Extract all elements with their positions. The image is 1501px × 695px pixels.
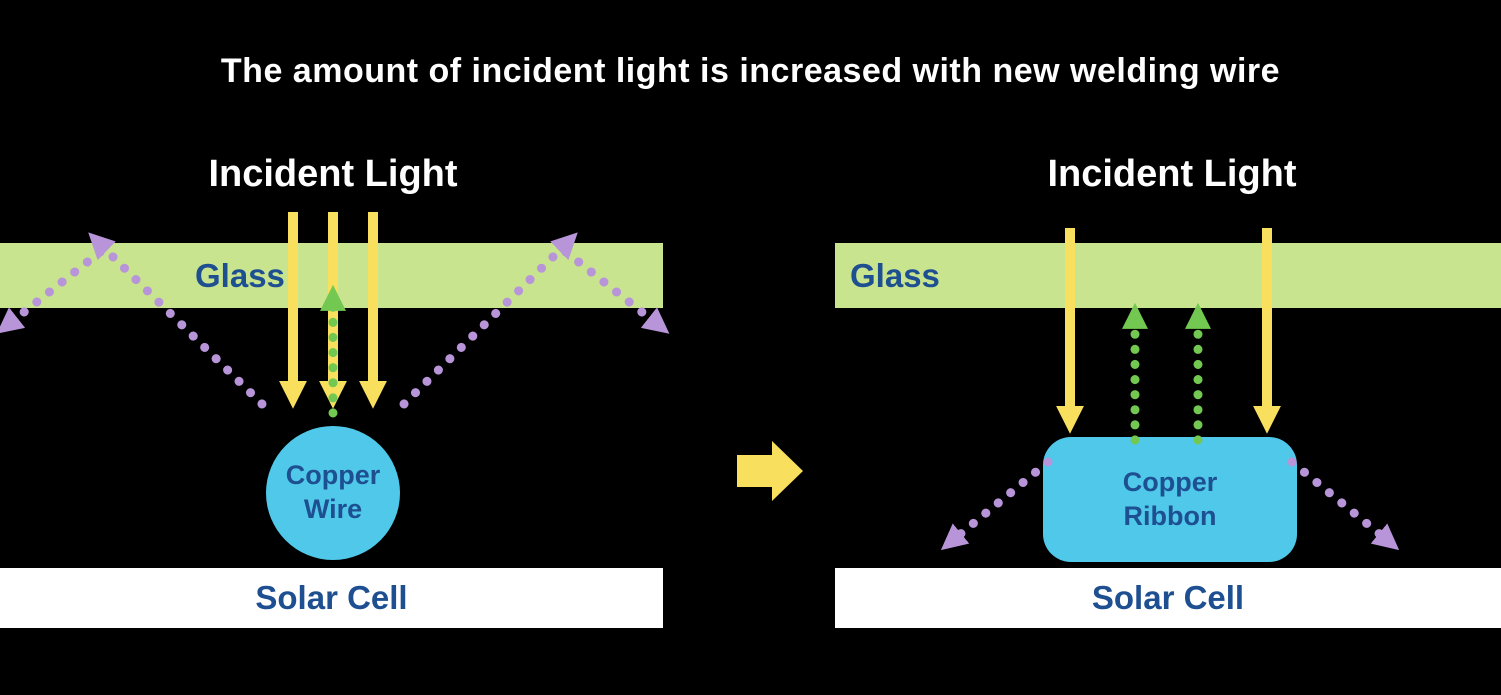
solar-cell-left: Solar Cell [0, 568, 663, 628]
incident-light-heading-right: Incident Light [1047, 153, 1297, 195]
deflected-ray-right-1 [940, 457, 1053, 551]
glass-layer-left: Glass [0, 243, 663, 308]
glass-label-left: Glass [195, 256, 285, 294]
deflected-ray-right-2 [1287, 457, 1400, 551]
solar-cell-label-right: Solar Cell [1091, 579, 1245, 616]
incident-light-heading-left: Incident Light [208, 153, 458, 195]
glass-label-right: Glass [850, 256, 940, 294]
copper-wire-label-line2: Wire [303, 494, 363, 524]
copper-wire-label-line1: Copper [285, 460, 381, 491]
transition-arrow [737, 441, 803, 501]
glass-layer-right: Glass [835, 243, 1501, 308]
copper-ribbon-label-line2: Ribbon [1123, 500, 1217, 531]
solar-cell-right: Solar Cell [835, 568, 1501, 628]
copper-ribbon-label-line1: Copper [1122, 466, 1218, 497]
solar-cell-label-left: Solar Cell [255, 579, 408, 616]
diagram-title: The amount of incident light is increase… [220, 52, 1281, 90]
copper-ribbon: Copper Ribbon [1043, 437, 1297, 562]
copper-wire: Copper Wire [266, 426, 400, 560]
